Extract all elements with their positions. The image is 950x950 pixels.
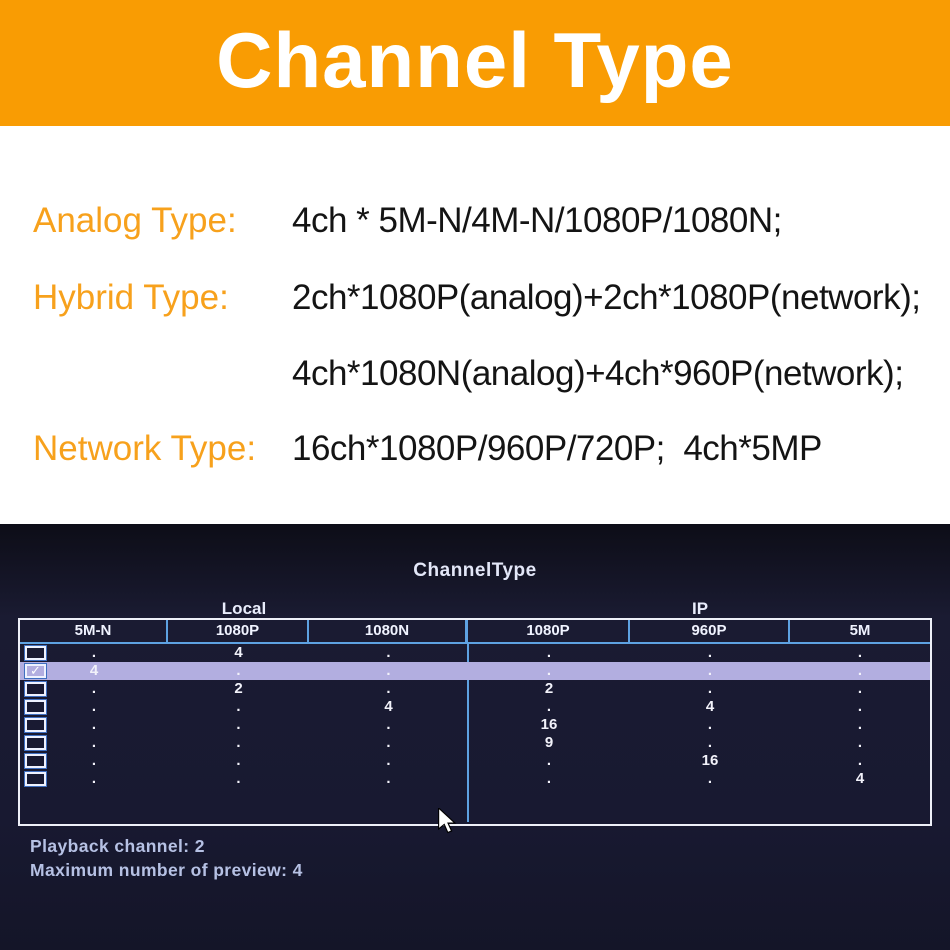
table-header-row: 5M-N 1080P 1080N 1080P 960P 5M bbox=[20, 620, 930, 644]
table-cell: 2 bbox=[234, 680, 243, 697]
table-cell: . bbox=[236, 716, 241, 733]
table-cell: 4 bbox=[384, 698, 393, 715]
table-cell: . bbox=[857, 734, 863, 751]
table-cell: . bbox=[236, 752, 241, 769]
table-cell: 16 bbox=[701, 752, 719, 769]
column-header-ip-5m: 5M bbox=[849, 622, 871, 639]
column-header-ip-960p: 960P bbox=[630, 620, 790, 642]
local-ip-divider bbox=[467, 644, 469, 822]
network-type-label: Network Type: bbox=[33, 429, 257, 468]
hybrid-type-label: Hybrid Type: bbox=[33, 278, 229, 317]
table-cell: 2 bbox=[544, 680, 554, 697]
max-preview-status: Maximum number of preview: 4 bbox=[30, 860, 303, 880]
table-row[interactable]: .. 4. 4. bbox=[20, 698, 930, 716]
table-cell: . bbox=[91, 644, 97, 661]
spec-line-hybrid-1: Hybrid Type: 2ch*1080P(analog)+2ch*1080P… bbox=[0, 273, 950, 323]
row-checkbox-unchecked[interactable] bbox=[25, 700, 46, 714]
table-cell: . bbox=[91, 752, 97, 769]
row-checkbox-unchecked[interactable] bbox=[25, 682, 46, 696]
table-cell: . bbox=[386, 770, 391, 787]
table-cell: 4 bbox=[89, 662, 99, 679]
spec-line-hybrid-2: 4ch*1080N(analog)+4ch*960P(network); bbox=[0, 349, 950, 399]
table-cell: . bbox=[546, 698, 552, 715]
hybrid-type-value-2: 4ch*1080N(analog)+4ch*960P(network); bbox=[292, 354, 904, 393]
group-header-local: Local bbox=[221, 599, 267, 618]
table-cell: 4 bbox=[705, 698, 715, 715]
table-row[interactable]: ... 9.. bbox=[20, 734, 930, 752]
channel-type-table: 5M-N 1080P 1080N 1080P 960P 5M .4....4..… bbox=[18, 618, 932, 826]
table-cell: . bbox=[236, 698, 241, 715]
column-header-local-1080p: 1080P bbox=[168, 620, 309, 642]
table-body: .4....4......2.2....4.4....16.....9.....… bbox=[20, 644, 930, 822]
table-cell: . bbox=[91, 770, 97, 787]
table-cell: . bbox=[707, 680, 713, 697]
table-cell: . bbox=[857, 716, 863, 733]
table-cell: . bbox=[546, 752, 552, 769]
banner-title: Channel Type bbox=[216, 15, 734, 104]
table-cell: . bbox=[386, 644, 391, 661]
analog-type-value: 4ch * 5M-N/4M-N/1080P/1080N; bbox=[292, 201, 782, 240]
table-cell: . bbox=[386, 662, 391, 679]
spec-line-analog: Analog Type: 4ch * 5M-N/4M-N/1080P/1080N… bbox=[0, 196, 950, 246]
table-cell: . bbox=[857, 680, 863, 697]
table-cell: 4 bbox=[855, 770, 865, 787]
network-type-value: 16ch*1080P/960P/720P; 4ch*5MP bbox=[292, 429, 822, 468]
table-cell: . bbox=[546, 662, 552, 679]
hybrid-type-value-1: 2ch*1080P(analog)+2ch*1080P(network); bbox=[292, 278, 921, 317]
table-row[interactable]: .... 16. bbox=[20, 752, 930, 770]
table-row[interactable]: . 4.... bbox=[20, 644, 930, 662]
table-row[interactable]: ..... 4 bbox=[20, 770, 930, 788]
table-cell: . bbox=[857, 698, 863, 715]
column-header-local-1080n: 1080N bbox=[309, 620, 468, 642]
table-cell: . bbox=[857, 752, 863, 769]
spec-line-network: Network Type: 16ch*1080P/960P/720P; 4ch*… bbox=[0, 424, 950, 474]
panel-title: ChannelType bbox=[413, 560, 537, 581]
row-checkbox-unchecked[interactable] bbox=[25, 754, 46, 768]
analog-type-label: Analog Type: bbox=[33, 201, 237, 240]
table-cell: . bbox=[707, 770, 713, 787]
table-cell: . bbox=[91, 680, 97, 697]
row-checkbox-unchecked[interactable] bbox=[25, 646, 46, 660]
table-cell: . bbox=[236, 770, 241, 787]
table-row[interactable]: ... 16.. bbox=[20, 716, 930, 734]
table-cell: . bbox=[857, 662, 863, 679]
table-cell: . bbox=[707, 716, 713, 733]
row-checkbox-unchecked[interactable] bbox=[25, 772, 46, 786]
table-cell: . bbox=[91, 716, 97, 733]
table-row[interactable]: . 2. 2.. bbox=[20, 680, 930, 698]
table-cell: 16 bbox=[540, 716, 558, 733]
table-cell: . bbox=[386, 752, 391, 769]
table-cell: . bbox=[707, 662, 713, 679]
spec-section: Analog Type: 4ch * 5M-N/4M-N/1080P/1080N… bbox=[0, 126, 950, 524]
table-cell: . bbox=[91, 734, 97, 751]
table-cell: 9 bbox=[544, 734, 554, 751]
column-header-ip-1080p: 1080P bbox=[468, 620, 630, 642]
row-checkbox-checked[interactable] bbox=[25, 663, 46, 679]
playback-channel-status: Playback channel: 2 bbox=[30, 836, 205, 856]
table-row[interactable]: 4..... bbox=[20, 662, 930, 680]
table-cell: . bbox=[236, 734, 241, 751]
table-cell: . bbox=[707, 734, 713, 751]
table-cell: . bbox=[857, 644, 863, 661]
table-cell: . bbox=[386, 716, 391, 733]
table-cell: . bbox=[386, 734, 391, 751]
banner: Channel Type bbox=[0, 0, 950, 126]
table-cell: . bbox=[546, 770, 552, 787]
table-cell: . bbox=[546, 644, 552, 661]
table-cell: . bbox=[707, 644, 713, 661]
column-header-local-5mn: 5M-N bbox=[20, 620, 168, 642]
table-cell: 4 bbox=[234, 644, 243, 661]
table-cell: . bbox=[236, 662, 241, 679]
mouse-cursor-icon bbox=[438, 808, 457, 834]
dvr-channel-type-panel: ChannelType Local IP 5M-N 1080P 1080N 10… bbox=[0, 524, 950, 950]
row-checkbox-unchecked[interactable] bbox=[25, 736, 46, 750]
row-checkbox-unchecked[interactable] bbox=[25, 718, 46, 732]
group-header-ip: IP bbox=[691, 599, 709, 618]
table-cell: . bbox=[91, 698, 97, 715]
table-cell: . bbox=[386, 680, 391, 697]
